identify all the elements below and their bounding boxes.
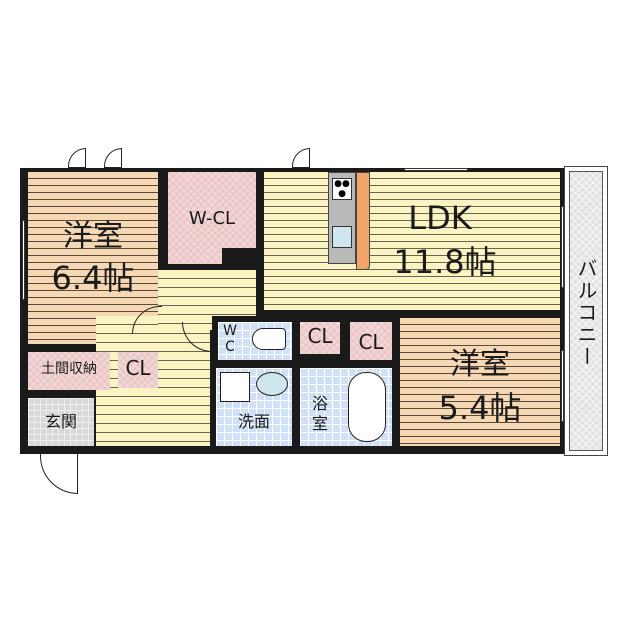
room-bathroom-name-2: 室 bbox=[311, 414, 328, 433]
room-closet-entry bbox=[118, 352, 158, 388]
window-balcony-ldk bbox=[561, 206, 564, 288]
room-shoe-storage bbox=[28, 352, 110, 390]
room-ldk bbox=[264, 172, 560, 310]
room-ldk-name: LDK bbox=[408, 199, 472, 237]
wcl-shelf bbox=[222, 248, 258, 264]
room-western-2-name: 洋室 bbox=[450, 347, 510, 382]
kitchen-stove-icon: ●●● bbox=[332, 178, 352, 200]
kitchen-bar-counter bbox=[356, 172, 370, 270]
room-western-2 bbox=[400, 318, 560, 446]
room-western-1 bbox=[28, 172, 158, 344]
hallway-corner bbox=[158, 270, 212, 330]
washing-machine-icon bbox=[220, 372, 250, 402]
room-western-1-name: 洋室 bbox=[63, 219, 123, 254]
room-wc-name-c: C bbox=[225, 339, 235, 355]
room-balcony-name: バルコニー bbox=[574, 258, 598, 368]
room-balcony bbox=[569, 171, 603, 451]
door-icon bbox=[104, 148, 122, 168]
kitchen-sink-icon bbox=[332, 226, 352, 248]
room-shoe-storage-name: 土間収納 bbox=[41, 361, 97, 377]
room-entrance bbox=[28, 398, 94, 446]
toilet-icon bbox=[252, 328, 286, 350]
door-icon bbox=[68, 148, 86, 168]
room-wc-name-w: W bbox=[223, 323, 237, 339]
room-bathroom-name-1: 浴 bbox=[311, 394, 328, 413]
window-left bbox=[22, 220, 25, 300]
room-ldk-size: 11.8帖 bbox=[393, 243, 497, 281]
washbasin-icon bbox=[256, 372, 288, 396]
room-closet-mid-2-name: CL bbox=[358, 330, 384, 354]
room-closet-mid-1-name: CL bbox=[307, 324, 333, 348]
entrance-door-icon bbox=[40, 454, 78, 494]
room-western-2-size: 5.4帖 bbox=[438, 389, 522, 427]
window-ldk-top bbox=[404, 168, 468, 171]
room-closet-mid-2 bbox=[350, 322, 392, 360]
room-entrance-name: 玄関 bbox=[44, 412, 77, 431]
bathtub-icon bbox=[348, 372, 386, 442]
door-icon bbox=[292, 148, 310, 168]
room-western-1-size: 6.4帖 bbox=[51, 259, 135, 297]
room-washroom-name: 洗面 bbox=[237, 412, 270, 431]
room-walk-in-closet-name: W-CL bbox=[188, 208, 236, 229]
room-closet-mid-1 bbox=[300, 322, 340, 354]
window-balcony-room2 bbox=[561, 350, 564, 422]
room-closet-entry-name: CL bbox=[125, 356, 151, 380]
